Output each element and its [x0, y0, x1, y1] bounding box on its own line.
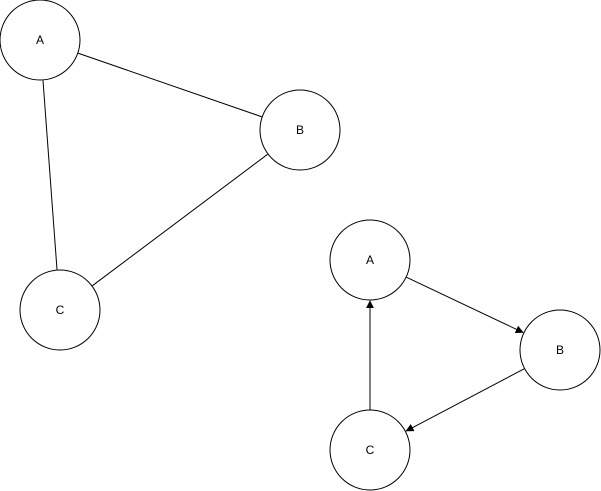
node-label: A — [366, 253, 374, 267]
node-circle — [0, 0, 81, 81]
node-c2: C — [329, 409, 411, 491]
node-label: B — [296, 123, 304, 137]
node-label: C — [366, 443, 375, 457]
node-circle — [19, 269, 101, 351]
node-circle — [259, 89, 341, 171]
node-b2: B — [519, 309, 601, 391]
edge-a1-b1 — [78, 52, 262, 118]
edges-layer — [42, 52, 525, 432]
node-circle — [329, 219, 411, 301]
node-a1: A — [0, 0, 81, 81]
arrow-b2-c2 — [405, 368, 525, 432]
edge-a1-c1 — [42, 80, 58, 270]
node-label: B — [556, 343, 564, 357]
node-a2: A — [329, 219, 411, 301]
arrow-a2-b2 — [406, 276, 524, 333]
node-circle — [329, 409, 411, 491]
node-b1: B — [259, 89, 341, 171]
edge-b1-c1 — [92, 153, 268, 287]
node-label: A — [36, 33, 44, 47]
node-circle — [519, 309, 601, 391]
node-label: C — [56, 303, 65, 317]
node-c1: C — [19, 269, 101, 351]
